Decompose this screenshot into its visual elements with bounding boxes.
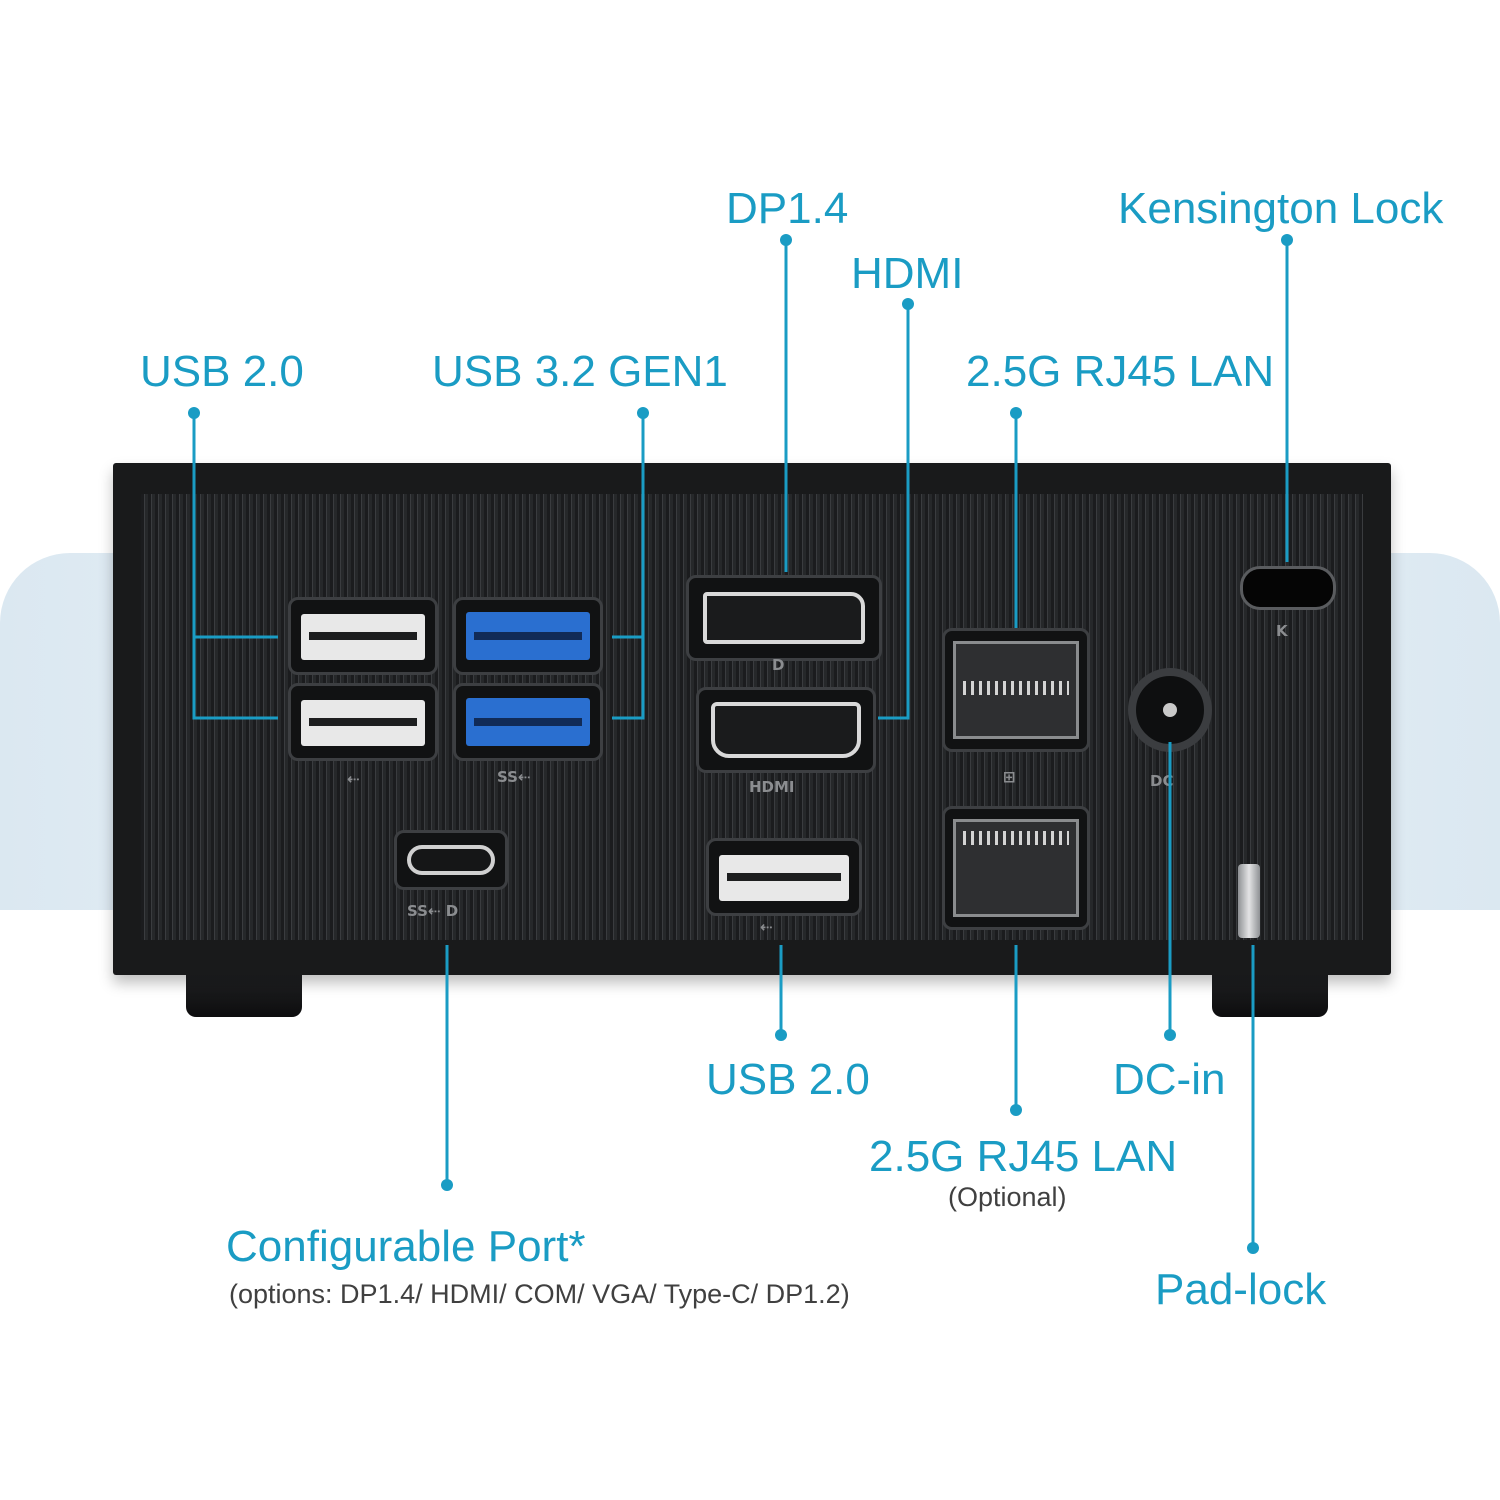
label-usb20-top: USB 2.0 bbox=[140, 347, 304, 396]
rj45-lan-optional-port bbox=[942, 806, 1090, 930]
label-configurable-options: (options: DP1.4/ HDMI/ COM/ VGA/ Type-C/… bbox=[229, 1279, 850, 1309]
hdmi-logo-icon: HDMI bbox=[749, 778, 795, 796]
label-configurable-port: Configurable Port* bbox=[226, 1222, 586, 1271]
label-lan-top: 2.5G RJ45 LAN bbox=[966, 347, 1275, 396]
label-lan-optional: (Optional) bbox=[948, 1182, 1067, 1212]
padlock-loop bbox=[1238, 864, 1260, 938]
label-usb32-gen1: USB 3.2 GEN1 bbox=[432, 347, 728, 396]
configurable-usb-c-port bbox=[394, 830, 508, 890]
usb32-port-top bbox=[453, 597, 603, 675]
label-lan-bottom: 2.5G RJ45 LAN bbox=[869, 1132, 1178, 1181]
kensington-k-icon: K bbox=[1276, 622, 1288, 640]
label-dc-in: DC-in bbox=[1113, 1055, 1226, 1104]
usb2-port-top bbox=[288, 597, 438, 675]
right-foot bbox=[1212, 975, 1328, 1017]
usb2-port-front bbox=[706, 838, 862, 916]
label-kensington-lock: Kensington Lock bbox=[1118, 184, 1444, 233]
usb32-port-bottom bbox=[453, 683, 603, 761]
label-hdmi: HDMI bbox=[851, 249, 964, 298]
configurable-port-icon: SS⇠ D bbox=[407, 902, 459, 920]
dc-in-jack bbox=[1128, 668, 1212, 752]
dc-in-icon: DC bbox=[1150, 772, 1174, 790]
label-pad-lock: Pad-lock bbox=[1155, 1265, 1327, 1314]
rj45-lan-port bbox=[942, 628, 1090, 752]
kensington-lock-slot bbox=[1240, 566, 1336, 610]
label-usb20-bottom: USB 2.0 bbox=[706, 1055, 870, 1104]
usb-trident-icon: ⇠ bbox=[347, 770, 360, 788]
usb2-port-bottom bbox=[288, 683, 438, 761]
displayport-port bbox=[686, 575, 882, 661]
usb-trident-icon: ⇠ bbox=[760, 918, 773, 936]
displayport-icon: D bbox=[772, 656, 785, 674]
label-dp14: DP1.4 bbox=[726, 184, 849, 233]
network-icon: ⊞ bbox=[1003, 768, 1016, 786]
hdmi-port bbox=[696, 687, 876, 773]
left-foot bbox=[186, 975, 302, 1017]
superspeed-icon: SS⇠ bbox=[497, 768, 531, 786]
